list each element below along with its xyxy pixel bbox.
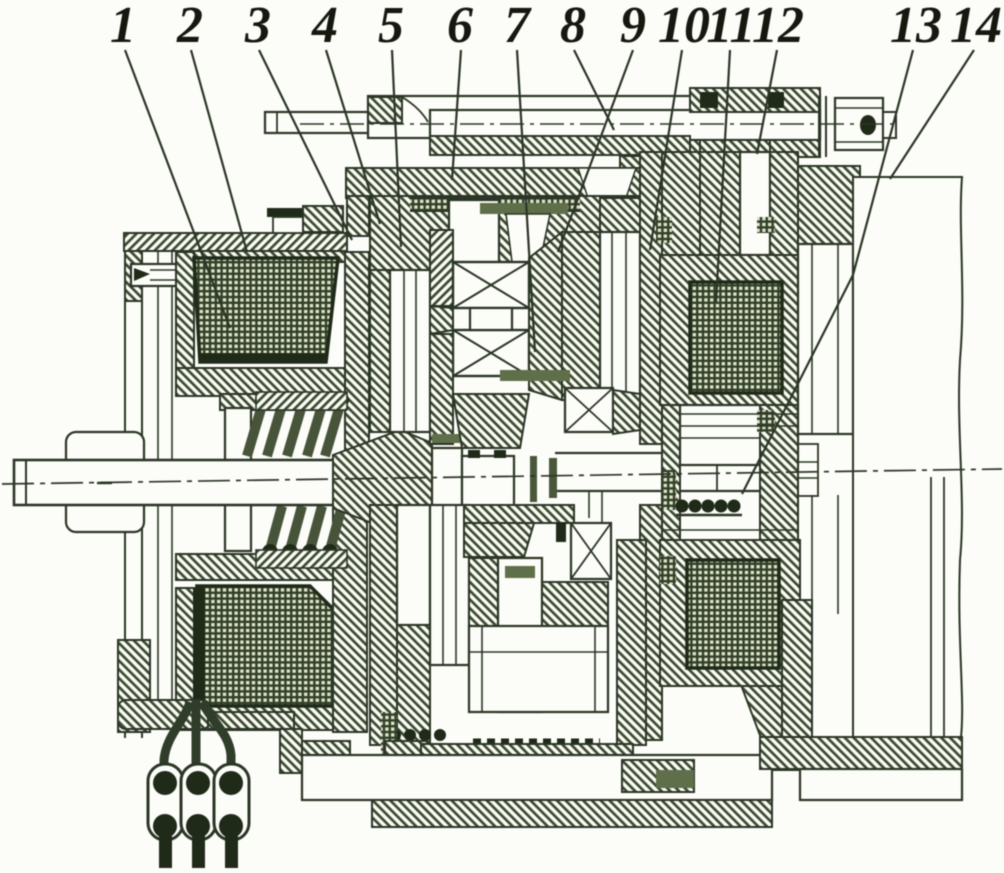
svg-text:14: 14 <box>950 0 1002 54</box>
svg-text:11: 11 <box>706 0 755 54</box>
svg-text:3: 3 <box>244 0 271 54</box>
svg-text:2: 2 <box>176 0 203 54</box>
svg-text:6: 6 <box>447 0 473 54</box>
svg-text:10: 10 <box>658 0 710 54</box>
svg-text:4: 4 <box>311 0 338 54</box>
svg-text:12: 12 <box>752 0 804 54</box>
svg-text:9: 9 <box>620 0 646 54</box>
svg-text:7: 7 <box>504 0 532 54</box>
svg-text:1: 1 <box>110 0 136 54</box>
svg-text:8: 8 <box>560 0 586 54</box>
svg-text:5: 5 <box>378 0 404 54</box>
svg-text:13: 13 <box>890 0 942 54</box>
